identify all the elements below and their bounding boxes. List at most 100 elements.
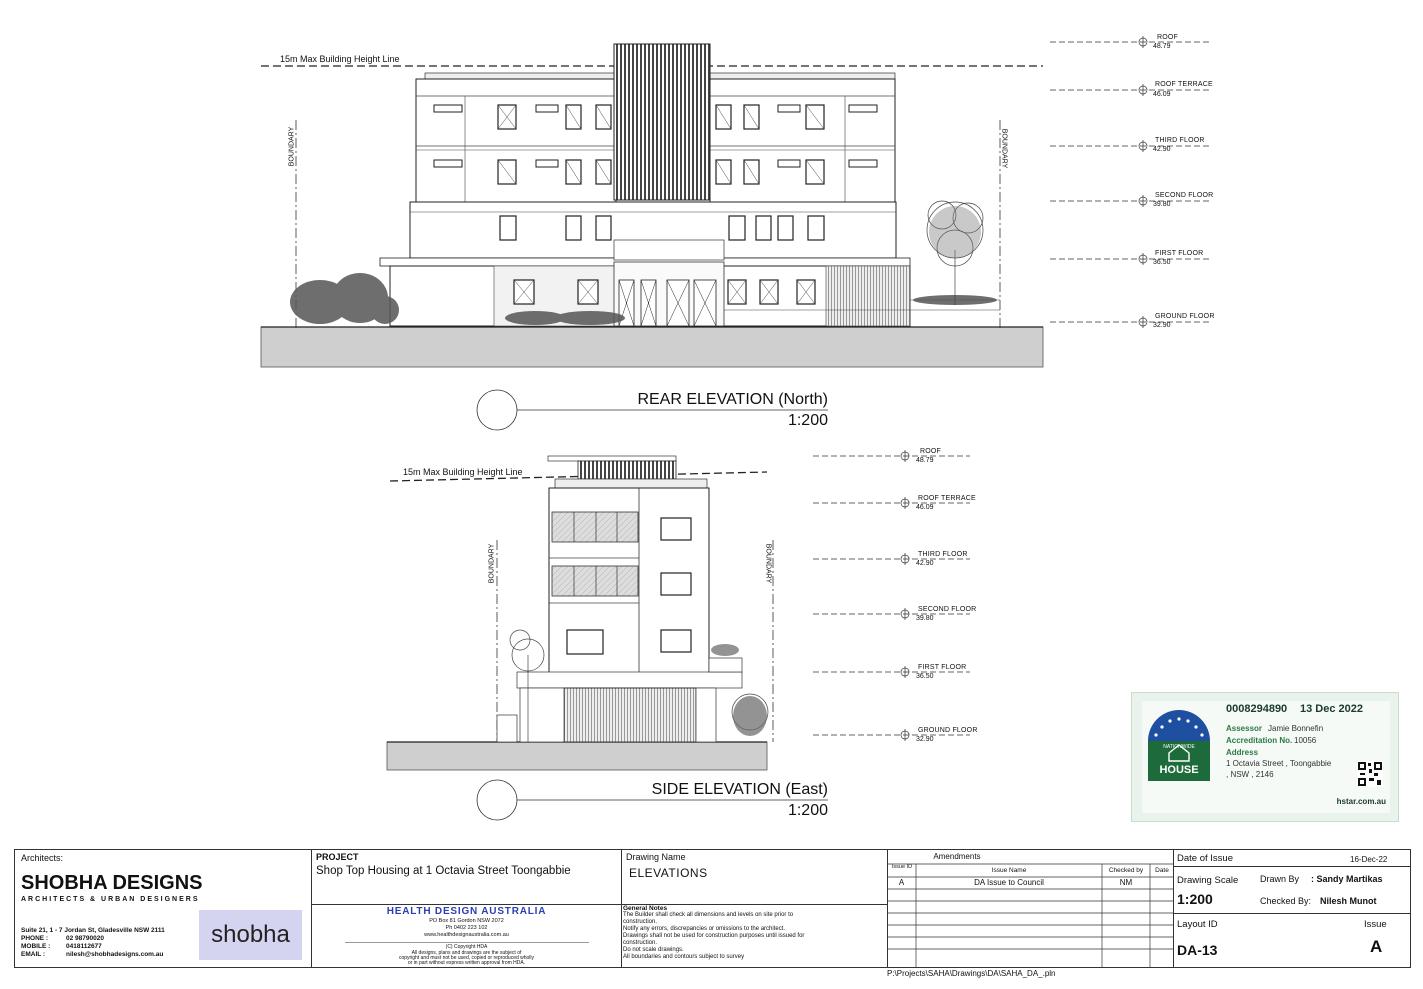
- side-level-roof-name: ROOF: [920, 448, 942, 455]
- rear-level-third-floor-value: 42.90: [1153, 146, 1171, 153]
- side-level-ground-floor-value: 32.90: [916, 736, 934, 743]
- rear-level-second-floor-name: SECOND FLOOR: [1155, 192, 1214, 199]
- mobile-value: 0418112677: [66, 943, 102, 950]
- issue-info-cell: [1173, 849, 1411, 968]
- certificate-website: hstar.com.au: [1336, 797, 1386, 806]
- certificate-number: 0008294890: [1226, 703, 1288, 715]
- address-label: Address: [1226, 748, 1259, 757]
- copyright-line3: copyright and must not be used, copied o…: [398, 955, 535, 961]
- accreditation-value: 10056: [1294, 736, 1317, 745]
- rear-level-roof-terrace-name: ROOF TERRACE: [1155, 81, 1213, 88]
- side-caption-marker: [476, 779, 828, 821]
- firm-address: Suite 21, 1 - 7 Jordan St, Gladesville N…: [21, 927, 165, 934]
- consultant-divider: [345, 942, 589, 943]
- amend-header-checked: Checked by: [1108, 867, 1144, 874]
- rear-level-ground-floor-value: 32.90: [1153, 322, 1171, 329]
- rear-level-first-floor-value: 36.50: [1153, 259, 1171, 266]
- file-path: P:\Projects\SAHA\Drawings\DA\SAHA_DA_.pl…: [887, 969, 1056, 978]
- email-value: nilesh@shobhadesigns.com.au: [66, 951, 164, 958]
- amend-header-date: Date: [1155, 867, 1169, 874]
- rear-level-third-floor-name: THIRD FLOOR: [1155, 137, 1205, 144]
- firm-tagline: ARCHITECTS & URBAN DESIGNERS: [21, 896, 200, 903]
- drawn-by-label: Drawn By: [1260, 874, 1300, 884]
- side-level-roof-value: 48.79: [916, 457, 934, 464]
- date-of-issue-value: 16-Dec-22: [1350, 855, 1388, 864]
- address-line1: 1 Octavia Street , Toongabbie: [1226, 759, 1332, 768]
- side-level-ground-floor-name: GROUND FLOOR: [918, 727, 978, 734]
- issue-value: A: [1370, 937, 1383, 956]
- architects-label: Architects:: [21, 853, 64, 863]
- rear-caption-marker: [476, 389, 828, 431]
- consultant-line3: www.healthdesignaustralia.com.au: [424, 932, 509, 938]
- side-level-third-floor-value: 42.90: [916, 560, 934, 567]
- drawn-by-value: : Sandy Martikas: [1311, 874, 1383, 884]
- rear-elevation-drawing: [260, 43, 1044, 368]
- amend-header-name: Issue Name: [991, 867, 1027, 874]
- general-note-6: Do not scale drawings.: [623, 947, 684, 953]
- side-level-first-floor-value: 36.50: [916, 673, 934, 680]
- copyright-line2: All designs, plans and drawings are the …: [411, 950, 522, 956]
- checked-by-label: Checked By:: [1260, 896, 1312, 906]
- drawing-name-value: ELEVATIONS: [629, 866, 708, 880]
- consultant-line1: PO Box 81 Gordon NSW 2072: [429, 918, 504, 924]
- email-label: EMAIL :: [21, 951, 46, 958]
- qr-code-icon: [1357, 761, 1383, 787]
- side-level-second-floor-name: SECOND FLOOR: [918, 606, 977, 613]
- rear-level-first-floor-name: FIRST FLOOR: [1155, 250, 1204, 257]
- rear-level-roof-value: 48.79: [1153, 43, 1171, 50]
- side-height-line-label: 15m Max Building Height Line: [403, 467, 523, 477]
- consultant-line2: Ph 0402 223 102: [445, 925, 488, 931]
- amend-row-1-checked: NM: [1119, 878, 1133, 887]
- general-note-5: construction.: [623, 940, 658, 946]
- logo-line1: NATIONWIDE: [1163, 744, 1195, 750]
- general-note-4: Drawings shall not be used for construct…: [623, 933, 805, 939]
- layout-id-value: DA-13: [1177, 942, 1218, 958]
- side-level-roof-terrace-value: 46.09: [916, 504, 934, 511]
- phone-label: PHONE :: [21, 935, 49, 942]
- amend-row-1-id: A: [898, 878, 905, 887]
- rear-level-markers: [1050, 36, 1210, 328]
- copyright-line1: (C) Copyright HDA: [445, 944, 488, 950]
- rear-elevation-title: REAR ELEVATION (North): [637, 391, 828, 408]
- general-note-3: Notify any errors, discrepancies or omis…: [623, 926, 786, 932]
- accreditation-label: Accreditation No.: [1226, 736, 1293, 745]
- amend-row-1-name: DA Issue to Council: [974, 878, 1044, 887]
- general-note-2: construction.: [623, 919, 658, 925]
- certificate-date: 13 Dec 2022: [1300, 703, 1363, 715]
- project-label: PROJECT: [316, 852, 359, 862]
- drawing-name-label: Drawing Name: [626, 852, 686, 862]
- phone-value: 02 98790020: [66, 935, 104, 942]
- drawing-scale-value: 1:200: [1177, 891, 1213, 907]
- shobha-logo-text: shobha: [211, 921, 290, 948]
- layout-id-label: Layout ID: [1177, 919, 1218, 930]
- general-note-7: All boundaries and contours subject to s…: [623, 954, 745, 960]
- side-level-first-floor-name: FIRST FLOOR: [918, 664, 967, 671]
- rear-level-second-floor-value: 39.80: [1153, 201, 1171, 208]
- address-line2: , NSW , 2146: [1226, 770, 1274, 779]
- assessor-value: Jamie Bonnefin: [1268, 724, 1324, 733]
- assessor-label: Assessor: [1226, 724, 1263, 733]
- issue-label: Issue: [1364, 919, 1387, 930]
- shobha-logo: shobha: [199, 910, 302, 960]
- consultant-name: HEALTH DESIGN AUSTRALIA: [386, 906, 547, 917]
- general-notes-label: General Notes: [623, 905, 668, 912]
- amend-header-id: Issue ID: [891, 864, 913, 870]
- side-level-roof-terrace-name: ROOF TERRACE: [918, 495, 976, 502]
- general-note-1: The Builder shall check all dimensions a…: [623, 912, 794, 918]
- rear-elevation-scale: 1:200: [787, 412, 828, 429]
- amendments-label: Amendments: [933, 852, 981, 861]
- logo-line2: HOUSE: [1159, 764, 1199, 776]
- nationwide-house-logo-icon: [1148, 710, 1210, 781]
- drawing-scale-label: Drawing Scale: [1177, 875, 1239, 886]
- firm-name: SHOBHA DESIGNS: [21, 872, 203, 894]
- rear-level-roof-terrace-value: 46.09: [1153, 91, 1171, 98]
- rear-level-ground-floor-name: GROUND FLOOR: [1155, 313, 1215, 320]
- issue-divider-2: [1173, 913, 1411, 914]
- rear-level-roof-name: ROOF: [1157, 34, 1179, 41]
- rear-height-line-label: 15m Max Building Height Line: [280, 54, 400, 64]
- date-of-issue-label: Date of Issue: [1177, 853, 1233, 864]
- project-name: Shop Top Housing at 1 Octavia Street Too…: [316, 865, 571, 877]
- nathers-certificate: NATIONWIDE HOUSE 0008294890 13 Dec 2022 …: [1131, 692, 1399, 822]
